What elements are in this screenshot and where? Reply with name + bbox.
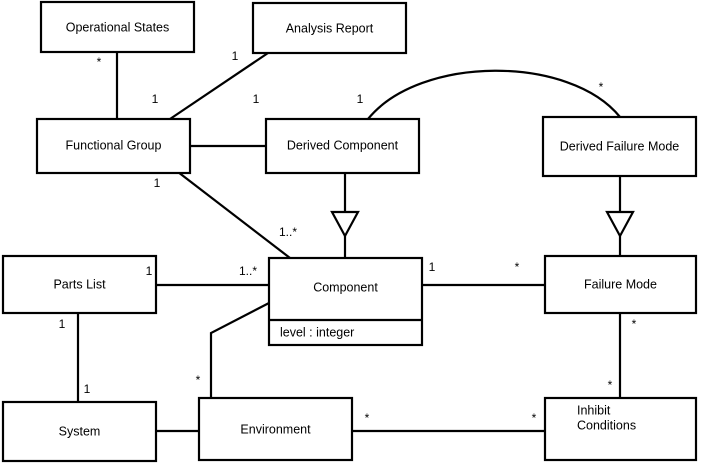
class-box-rect[interactable] — [543, 254, 698, 315]
multiplicity-functional-group-one-upper: 1 — [152, 92, 159, 106]
multiplicity-environment-star-right: * — [365, 411, 370, 425]
multiplicity-failure-mode-star-left: * — [515, 260, 520, 274]
class-name-label: Functional Group — [66, 138, 162, 152]
class-name-label: Environment — [240, 422, 311, 436]
class-box-failure-mode[interactable]: Failure Mode — [543, 254, 698, 315]
class-name-label: System — [59, 424, 101, 438]
class-name-label: Operational States — [66, 20, 170, 34]
class-box-rect[interactable] — [35, 117, 192, 175]
class-box-rect[interactable] — [39, 0, 196, 54]
class-box-derived-component[interactable]: Derived Component — [264, 117, 421, 175]
class-box-system[interactable]: System — [1, 400, 158, 463]
class-name-label: Component — [313, 280, 378, 294]
class-box-analysis-report[interactable]: Analysis Report — [251, 1, 408, 55]
multiplicity-failure-mode-star-lower: * — [632, 317, 637, 331]
class-box-operational-states[interactable]: Operational States — [39, 0, 196, 54]
association-derived-component-derived-failure-mode — [367, 69, 621, 120]
class-box-functional-group[interactable]: Functional Group — [35, 117, 192, 175]
generalization-triangle-icon — [605, 210, 635, 239]
class-box-rect[interactable] — [267, 256, 424, 347]
multiplicity-parts-list-one: 1 — [146, 264, 153, 278]
multiplicity-component-one-to-many-upper: 1..* — [279, 225, 297, 239]
class-box-rect[interactable] — [264, 117, 421, 175]
class-name-label: Failure Mode — [584, 277, 657, 291]
class-name-label-line1: Inhibit — [577, 403, 611, 417]
class-box-rect[interactable] — [541, 115, 698, 178]
class-box-rect[interactable] — [251, 1, 408, 55]
generalization-triangle-icon — [330, 210, 360, 239]
class-box-environment[interactable]: Environment — [197, 396, 354, 462]
class-box-rect[interactable] — [543, 396, 698, 462]
multiplicity-environment-star-upper: * — [196, 373, 201, 387]
class-box-component[interactable]: Component level : integer — [267, 256, 424, 347]
class-name-label: Derived Failure Mode — [560, 139, 680, 153]
multiplicity-component-one-to-many-left: 1..* — [239, 264, 257, 278]
multiplicity-inhibit-conditions-star-upper: * — [608, 378, 613, 392]
association-lines — [76, 52, 622, 433]
class-box-inhibit-conditions[interactable]: Inhibit Conditions — [543, 396, 698, 462]
association-environment-component — [209, 302, 270, 398]
multiplicity-operational-states-star: * — [97, 55, 102, 69]
class-name-label-line2: Conditions — [577, 418, 636, 432]
class-name-label: Parts List — [53, 277, 106, 291]
multiplicity-derived-component-one-left: 1 — [253, 92, 260, 106]
class-name-label: Analysis Report — [286, 21, 374, 35]
generalization-derived-component-component — [330, 173, 360, 258]
association-analysis-report-functional-group — [169, 52, 269, 120]
multiplicity-derived-component-curve-one: 1 — [357, 92, 364, 106]
association-functional-group-component — [177, 171, 291, 259]
multiplicity-derived-failure-mode-star: * — [599, 80, 604, 94]
class-box-parts-list[interactable]: Parts List — [1, 254, 158, 315]
class-box-derived-failure-mode[interactable]: Derived Failure Mode — [541, 115, 698, 178]
multiplicity-labels: * 1 1 1 1 * 1 1..* 1 1..* 1 * 1 1 * * * … — [59, 49, 637, 425]
class-box-rect[interactable] — [197, 396, 354, 462]
multiplicity-analysis-report-one: 1 — [232, 49, 239, 63]
class-box-rect[interactable] — [1, 254, 158, 315]
class-name-label: Derived Component — [287, 138, 399, 152]
class-attribute-label: level : integer — [280, 325, 354, 339]
multiplicity-system-one: 1 — [84, 382, 91, 396]
multiplicity-functional-group-one-lower: 1 — [154, 176, 161, 190]
multiplicity-parts-list-one-lower: 1 — [59, 317, 66, 331]
class-box-rect[interactable] — [1, 400, 158, 463]
generalization-derived-failure-mode-failure-mode — [605, 176, 635, 256]
multiplicity-inhibit-conditions-star-left: * — [532, 411, 537, 425]
multiplicity-component-one-right: 1 — [429, 260, 436, 274]
